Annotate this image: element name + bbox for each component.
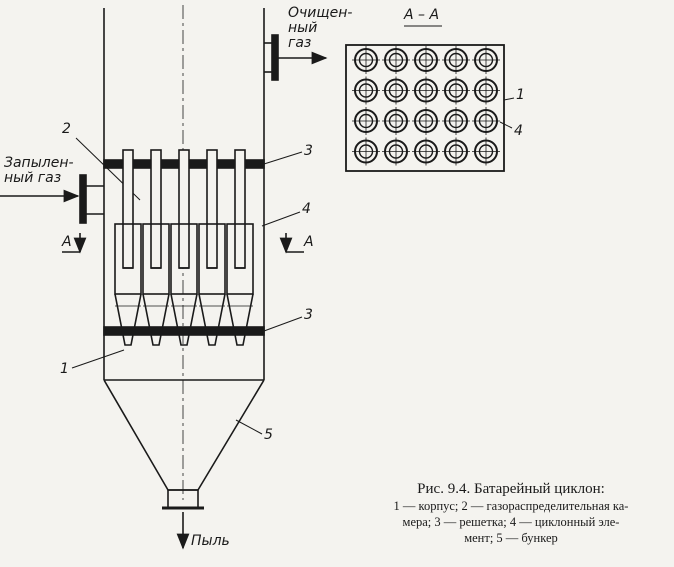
section-marker-left-label: А bbox=[62, 234, 72, 250]
leader-section-element bbox=[499, 121, 513, 129]
section-cyclone-element bbox=[472, 76, 500, 105]
leader-lower-grid bbox=[263, 316, 303, 332]
callout-4-section: 4 bbox=[514, 123, 523, 139]
clean-gas-label: Очищен- ный газ bbox=[288, 5, 353, 51]
cyclone-element bbox=[198, 149, 226, 346]
section-marker-right-label: А bbox=[304, 234, 314, 250]
section-cyclone-element bbox=[352, 107, 380, 135]
section-cyclone-element bbox=[382, 46, 410, 74]
caption-legend: 1 — корпус; 2 — газораспределительная ка… bbox=[393, 499, 629, 545]
section-cyclone-element bbox=[442, 107, 470, 135]
caption-title: Рис. 9.4. Батарейный циклон: bbox=[417, 481, 605, 497]
cyclone-housing bbox=[103, 5, 265, 500]
dusty-gas-label: Запылен- ный газ bbox=[4, 155, 74, 186]
section-cyclone-element bbox=[382, 107, 410, 135]
clean-gas-outlet-pipe bbox=[264, 34, 279, 81]
figure-caption: Рис. 9.4. Батарейный циклон: 1 — корпус;… bbox=[352, 481, 670, 546]
section-title: А – А bbox=[404, 7, 440, 23]
section-cyclone-element bbox=[472, 107, 500, 135]
section-cyclone-element bbox=[352, 46, 380, 74]
leader-upper-grid bbox=[263, 151, 303, 165]
lower-grid-plate bbox=[103, 326, 265, 336]
section-cyclone-element bbox=[472, 137, 500, 166]
dust-label: Пыль bbox=[191, 533, 230, 549]
section-cyclone-element bbox=[442, 76, 470, 105]
section-marker-right bbox=[279, 233, 304, 254]
leader-element bbox=[261, 211, 301, 227]
cyclone-element bbox=[226, 149, 254, 346]
callout-1-section: 1 bbox=[516, 87, 525, 103]
callout-1-body: 1 bbox=[60, 361, 69, 377]
section-cyclone-element bbox=[352, 137, 380, 166]
section-cyclone-element bbox=[382, 76, 410, 105]
section-cyclone-element bbox=[412, 76, 440, 105]
leader-bunker bbox=[235, 419, 263, 435]
section-cyclone-element bbox=[442, 137, 470, 166]
callout-4-element: 4 bbox=[302, 201, 311, 217]
section-cyclone-element bbox=[412, 46, 440, 74]
dusty-gas-inlet-pipe bbox=[79, 174, 104, 224]
section-cyclone-element bbox=[442, 46, 470, 74]
cyclone-element bbox=[114, 149, 142, 346]
callout-2-chamber: 2 bbox=[62, 121, 71, 137]
cyclone-element bbox=[142, 149, 170, 346]
section-view-body bbox=[345, 44, 505, 172]
section-cyclone-element bbox=[352, 76, 380, 105]
section-cyclone-element bbox=[472, 46, 500, 74]
cyclone-element bbox=[170, 149, 198, 346]
section-marker-left bbox=[62, 233, 87, 254]
callout-3-lower-grid: 3 bbox=[304, 307, 313, 323]
section-cyclone-element bbox=[412, 137, 440, 166]
section-cyclone-element bbox=[412, 107, 440, 135]
section-cyclone-elements bbox=[352, 46, 500, 166]
callout-5-bunker: 5 bbox=[264, 427, 273, 443]
dust-bunker bbox=[103, 379, 265, 510]
leader-body bbox=[71, 349, 125, 369]
callout-3-upper-grid: 3 bbox=[304, 143, 313, 159]
section-cyclone-element bbox=[382, 137, 410, 166]
leader-section-body bbox=[503, 97, 515, 101]
